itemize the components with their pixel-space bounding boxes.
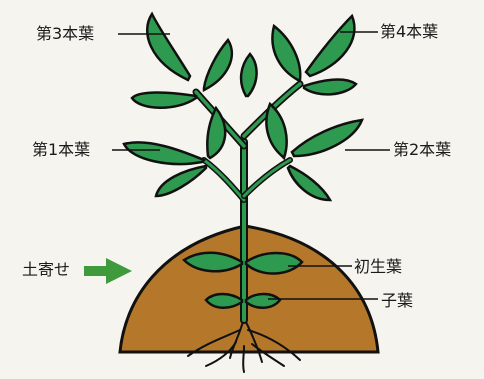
leaf-4-left — [271, 23, 302, 82]
leaf-3-right — [202, 37, 234, 93]
leaf-2-left — [265, 101, 288, 161]
leaves — [122, 11, 364, 309]
arrow — [84, 258, 132, 284]
label-hilling: 土寄せ — [22, 260, 71, 279]
leader-lines — [112, 31, 390, 300]
leaf-2-center — [290, 118, 364, 158]
primary-leaf-right — [244, 251, 304, 275]
leaf-4-center — [304, 13, 356, 78]
cotyledon-left — [204, 292, 244, 309]
label-leaf-2: 第2本葉 — [393, 140, 452, 159]
leaf-1-lower — [154, 164, 208, 198]
leaf-3-center — [146, 11, 192, 82]
label-leaf-3: 第3本葉 — [36, 24, 95, 43]
leaf-3-left — [130, 91, 198, 109]
label-leaf-4: 第4本葉 — [380, 22, 439, 41]
soil-mound — [118, 224, 380, 354]
leaf-2-lower — [286, 164, 333, 202]
cotyledon-right — [244, 292, 282, 309]
leaf-1-center — [206, 105, 227, 160]
primary-leaf-left — [182, 251, 244, 273]
label-primary-leaf: 初生葉 — [354, 257, 403, 276]
leaf-1-left — [122, 141, 207, 166]
label-leaf-1: 第1本葉 — [32, 140, 91, 159]
leaf-top-bud — [239, 52, 258, 98]
leaf-4-right — [302, 78, 358, 96]
label-cotyledon: 子葉 — [381, 291, 414, 310]
